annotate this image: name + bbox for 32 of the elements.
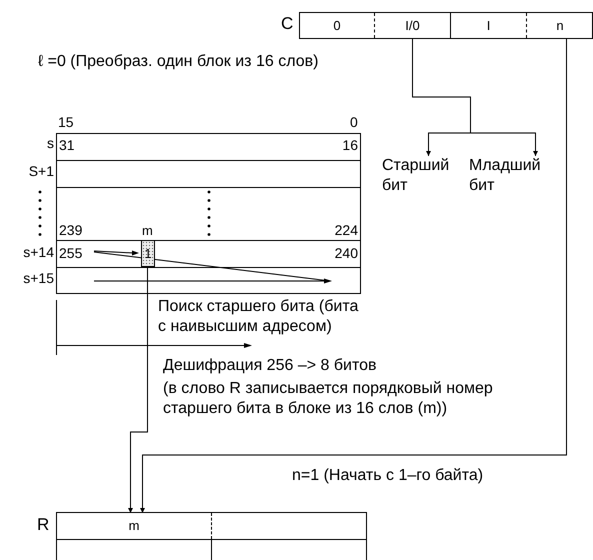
annotation-text: 255 (59, 245, 82, 262)
annotation-text: 15 (58, 114, 74, 132)
annotation-text: (в слово R записывается порядковый номер старшего бита в блоке из 16 слов (m)) (163, 379, 494, 419)
annotation-text: S+1 (28, 163, 54, 180)
annotation-text: s (46, 135, 54, 152)
annotation-text: Дешифрация 256 –> 8 битов (163, 356, 376, 376)
annotation-text: ℓ =0 (Преобраз. один блок из 16 слов) (38, 52, 318, 72)
annotation-text: 239 (59, 222, 82, 240)
word-block-table (56, 133, 361, 294)
annotation-text: 240 (334, 245, 358, 262)
bit-field: I/0 (375, 13, 451, 38)
bit-field: 0 (300, 13, 375, 38)
bit-field: m (57, 513, 212, 539)
annotation-text: 224 (334, 222, 358, 240)
annotation-text: 31 (59, 137, 75, 154)
connector-arrow (412, 38, 538, 156)
annotation-text: n=1 (Начать с 1–го байта) (292, 466, 484, 486)
connector-arrow (140, 38, 567, 514)
register-label: C (281, 15, 294, 32)
bit-field: I (451, 13, 527, 38)
annotation-text: s+15 (22, 270, 54, 288)
annotation-text: 0 (350, 114, 358, 132)
caption-text: Младший бит (469, 156, 549, 196)
register-label: R (37, 516, 50, 533)
annotation-text: Поиск старшего бита (бита с наивысшим адресом) (158, 297, 360, 337)
connector-arrow (128, 266, 148, 514)
annotation-text: 16 (341, 137, 358, 154)
bit-marker: 1 (141, 240, 155, 267)
annotation-text: m (142, 223, 153, 240)
annotation-text: s+14 (22, 244, 54, 262)
bit-field: n (527, 13, 593, 38)
caption-text: Старший бит (382, 156, 462, 196)
